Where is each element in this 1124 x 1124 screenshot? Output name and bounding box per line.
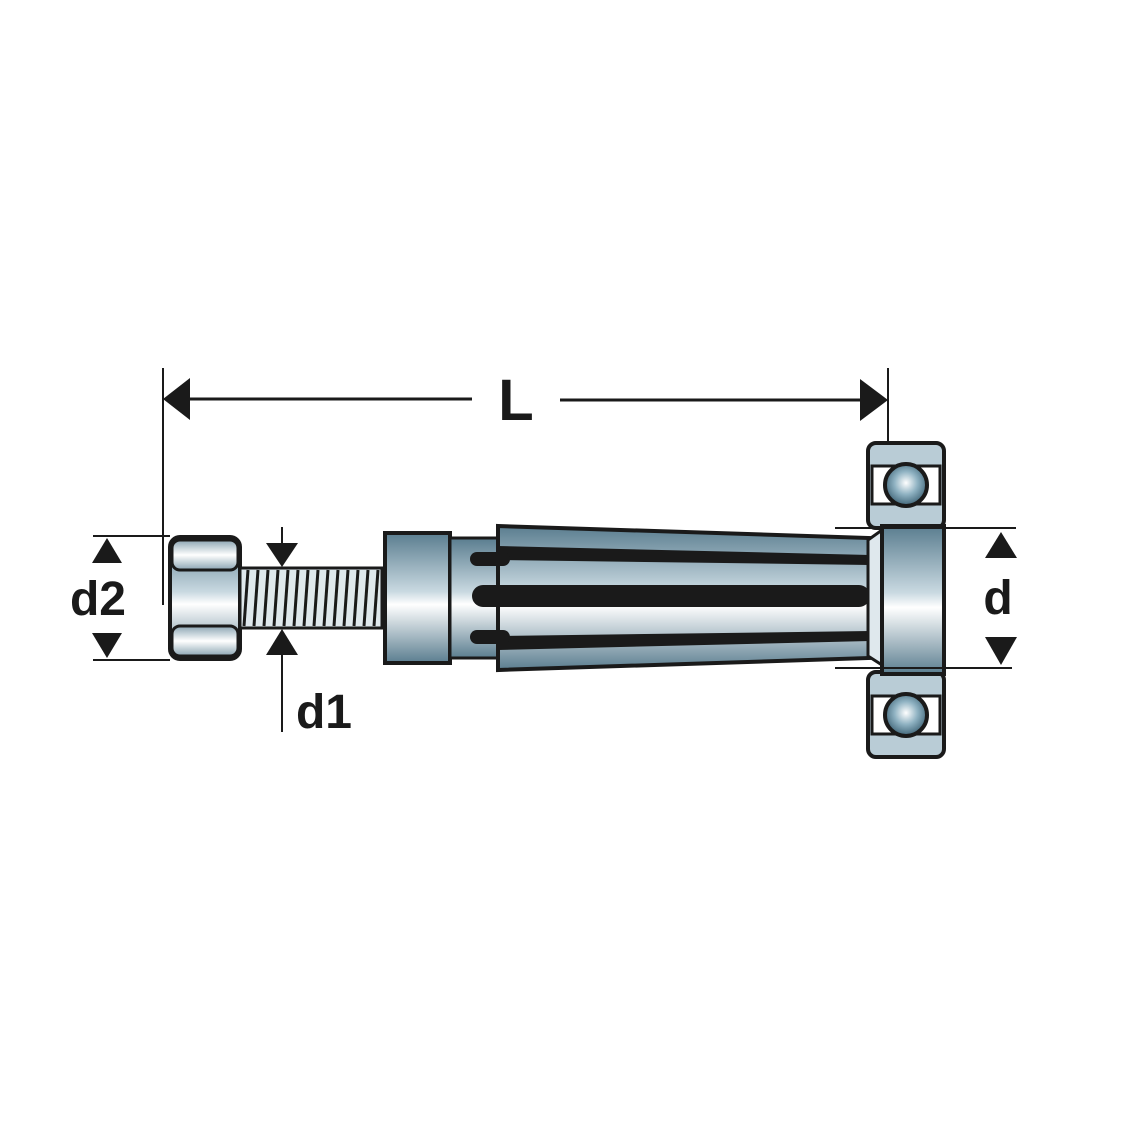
bearing-ball-top (883, 462, 929, 508)
label-d: d (983, 572, 1012, 625)
bearing-inner-ring (880, 524, 946, 676)
dimension-d1: d1 (266, 527, 352, 739)
hex-head-screw (168, 535, 242, 661)
dimension-d: d (835, 527, 1017, 669)
bearing-ball-bottom (883, 692, 929, 738)
taper-collet (470, 523, 884, 673)
label-d2: d2 (70, 573, 126, 626)
dimension-L: L (162, 368, 889, 605)
label-d1: d1 (296, 686, 352, 739)
threaded-shank (238, 566, 384, 630)
collar-nut (383, 531, 452, 665)
ball-bearing (866, 441, 946, 759)
label-L: L (498, 368, 533, 433)
dimension-d2: d2 (70, 535, 170, 661)
